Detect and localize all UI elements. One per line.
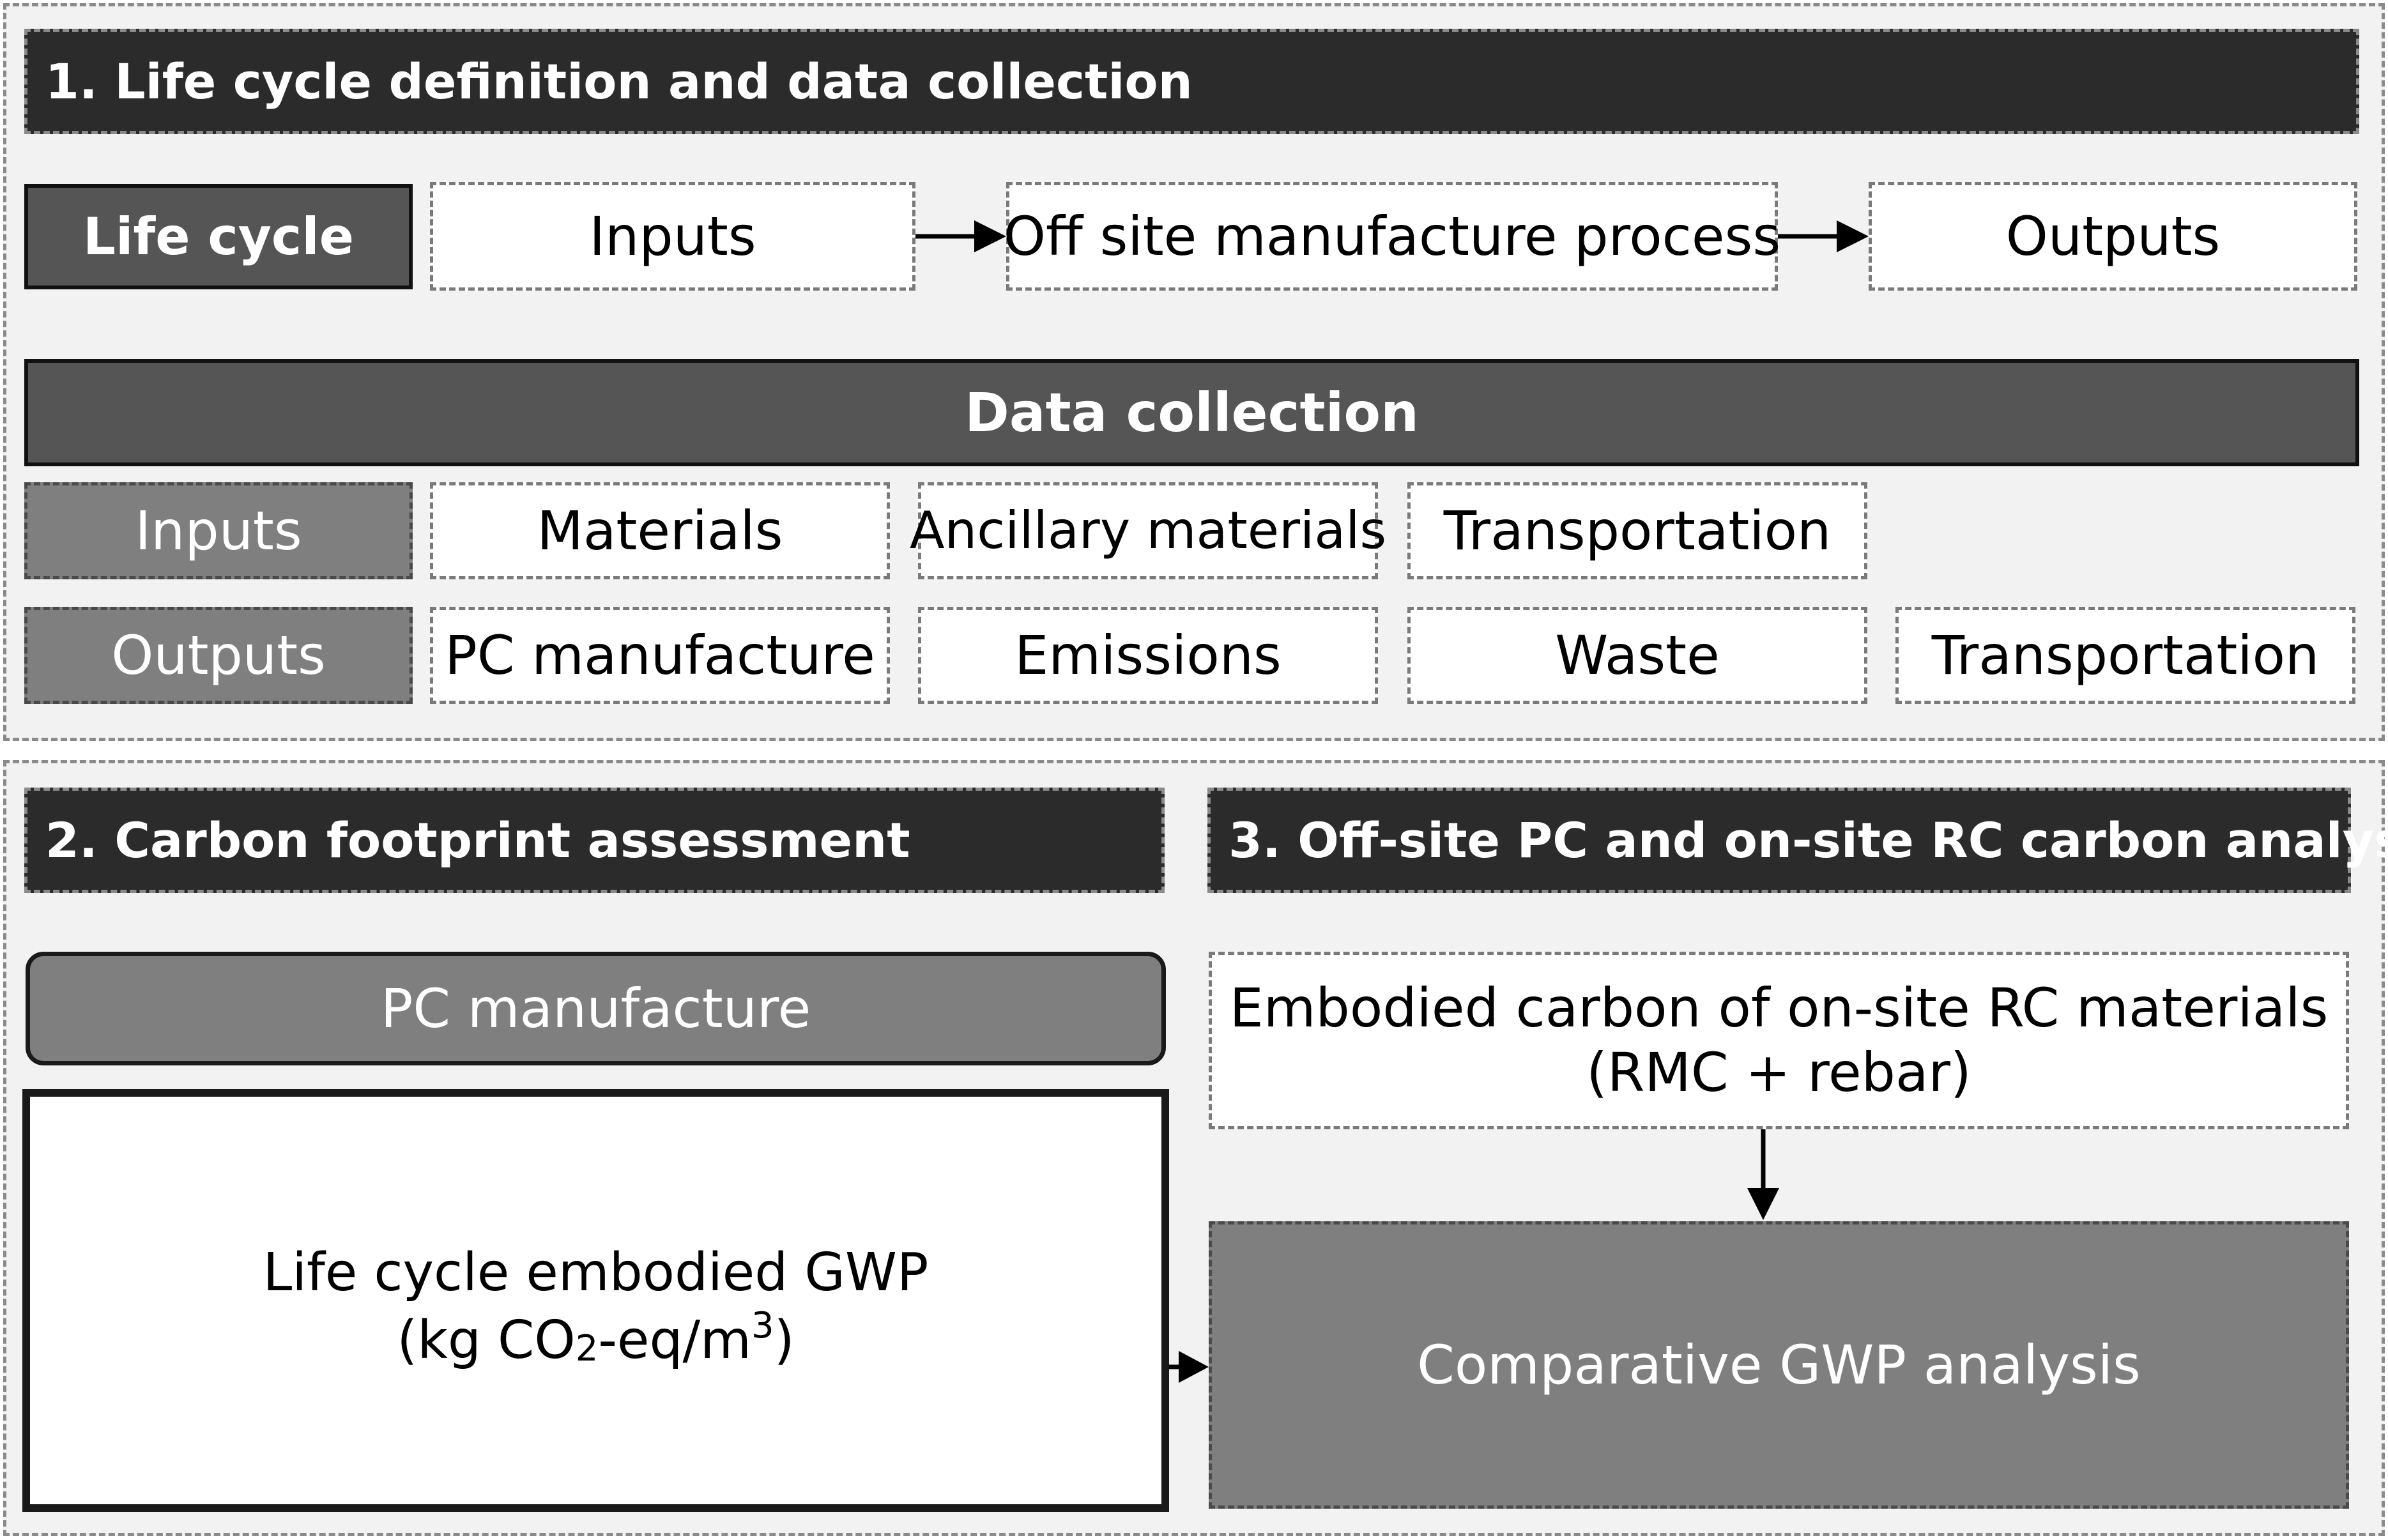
life-cycle-step-process: Off site manufacture process [1004, 182, 1780, 291]
life-cycle-label: Life cycle [24, 184, 413, 289]
arrow-process-to-outputs [1778, 220, 1869, 252]
input-materials: Materials [430, 482, 890, 579]
pc-manufacture-box: PC manufacture [26, 952, 1166, 1065]
life-cycle-gwp-box: Life cycle embodied GWP (kg CO2-eq/m3) [22, 1089, 1169, 1512]
embodied-line2: (RMC + rebar) [1586, 1041, 1971, 1104]
outputs-label: Outputs [24, 607, 413, 704]
comparative-gwp-box: Comparative GWP analysis [1209, 1221, 2349, 1509]
gwp-line1: Life cycle embodied GWP [263, 1242, 929, 1303]
inputs-label: Inputs [24, 482, 413, 579]
arrow-embodied-to-comparative [1747, 1129, 1779, 1220]
section3-header: 3. Off-site PC and on-site RC carbon ana… [1207, 788, 2388, 893]
input-ancillary-materials: Ancillary materials [910, 482, 1386, 579]
gwp-line2: (kg CO2-eq/m3) [397, 1305, 795, 1371]
life-cycle-step-outputs: Outputs [1869, 182, 2357, 291]
arrow-inputs-to-process [915, 220, 1006, 252]
output-transportation: Transportation [1895, 607, 2355, 704]
embodied-carbon-box: Embodied carbon of on-site RC materials … [1209, 952, 2349, 1129]
output-emissions: Emissions [918, 607, 1378, 704]
arrow-gwp-to-comparative [1169, 1351, 1209, 1383]
section2-header: 2. Carbon footprint assessment [24, 788, 1165, 893]
output-waste: Waste [1407, 607, 1867, 704]
section1-header: 1. Life cycle definition and data collec… [24, 29, 2359, 134]
output-pc-manufacture: PC manufacture [430, 607, 890, 704]
data-collection-bar: Data collection [24, 359, 2359, 466]
life-cycle-step-inputs: Inputs [430, 182, 915, 291]
embodied-line1: Embodied carbon of on-site RC materials [1229, 977, 2329, 1040]
input-transportation: Transportation [1407, 482, 1867, 579]
